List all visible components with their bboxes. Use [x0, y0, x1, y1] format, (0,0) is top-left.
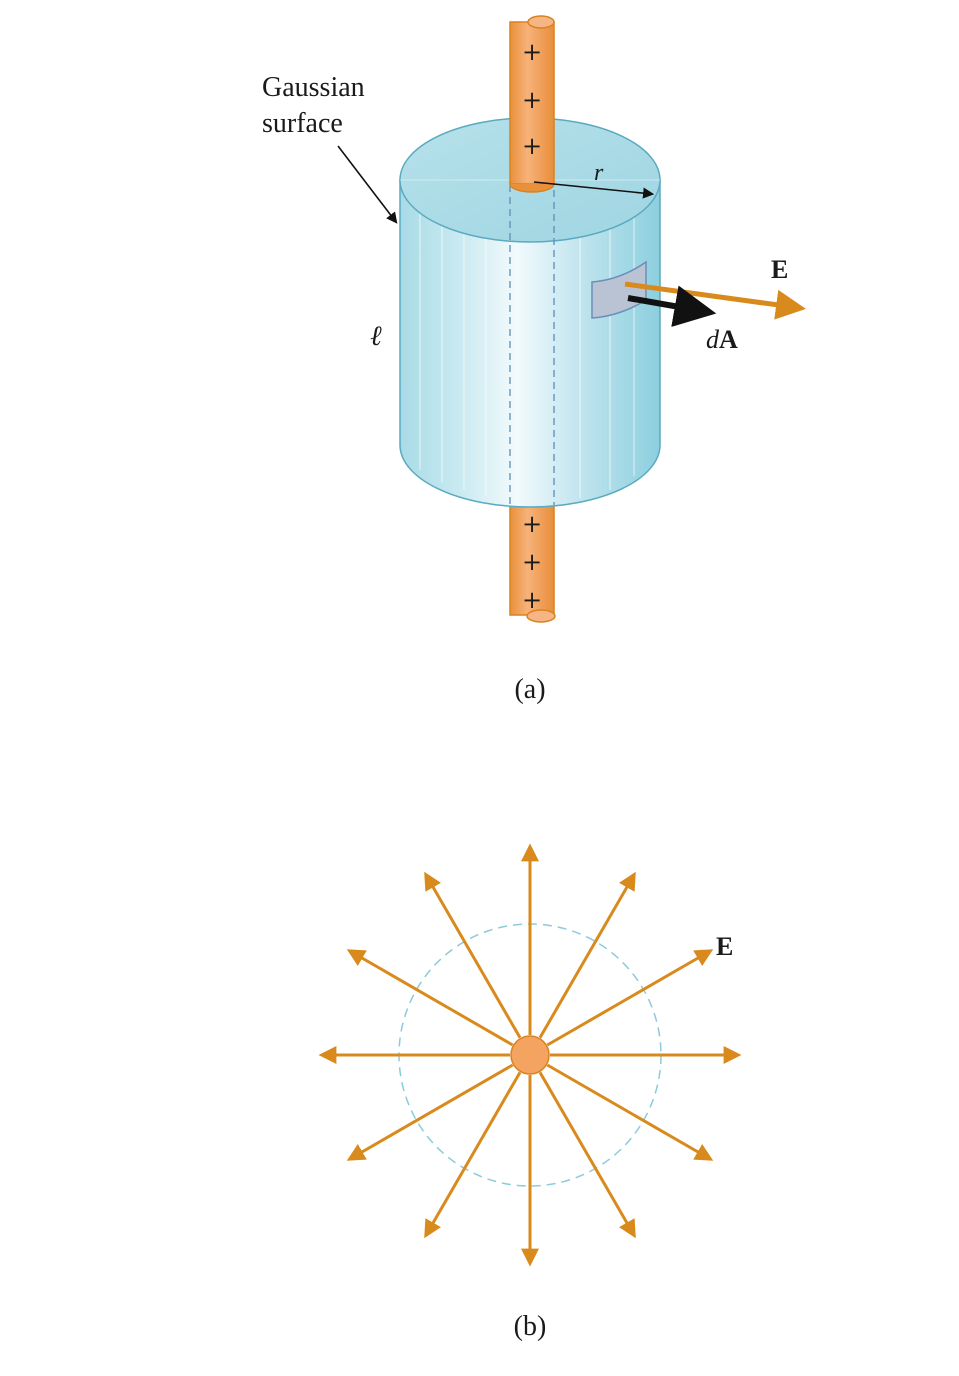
line-charge-cross-section — [510, 1035, 550, 1075]
rod-top — [509, 15, 555, 193]
length-label: ℓ — [370, 321, 382, 352]
caption-a: (a) — [514, 674, 545, 705]
field-label-a: E — [771, 255, 788, 284]
charge-plus-top-2: + — [522, 86, 542, 114]
radius-arrow: r — [533, 160, 655, 199]
charge-plus-bottom-2: + — [522, 548, 542, 576]
radial-field-lines — [318, 843, 742, 1267]
charge-plus-top-1: + — [522, 38, 542, 66]
gaussian-label-line1: Gaussian — [262, 72, 365, 103]
gaussian-cylinder — [399, 117, 661, 508]
field-label-b: E — [716, 932, 733, 961]
gaussian-pointer-arrow — [337, 145, 398, 224]
area-vector-label: dA — [706, 325, 738, 354]
field-line-9 — [424, 871, 522, 1039]
field-line-11 — [538, 871, 636, 1039]
part-b-diagram: E (b) — [318, 843, 742, 1342]
field-line-8 — [346, 949, 514, 1047]
field-line-3 — [538, 1071, 636, 1239]
gaussian-label-line2: surface — [262, 108, 343, 139]
area-vector-da — [627, 285, 717, 327]
rod-charges: + + + + + + — [522, 38, 542, 614]
field-line-5 — [424, 1071, 522, 1239]
part-a-diagram: + + + + + + r E dA Gaussian surface ℓ (a… — [262, 15, 806, 705]
charge-plus-top-3: + — [522, 132, 542, 160]
caption-b: (b) — [514, 1311, 547, 1342]
field-line-12 — [546, 949, 714, 1047]
charge-plus-bottom-1: + — [522, 510, 542, 538]
field-line-2 — [546, 1063, 714, 1161]
field-line-6 — [346, 1063, 514, 1161]
radius-label: r — [594, 160, 604, 186]
charge-plus-bottom-3: + — [522, 586, 542, 614]
